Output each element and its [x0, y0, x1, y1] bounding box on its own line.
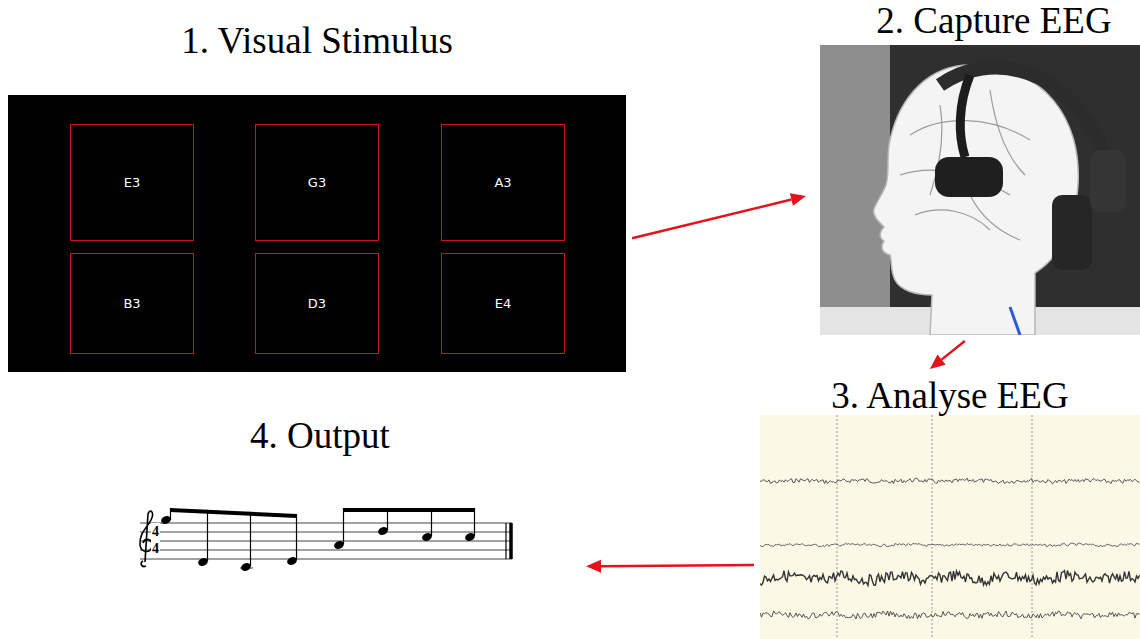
eeg-trace-image	[760, 415, 1140, 639]
note-target-box: E4	[441, 253, 565, 354]
analyse-panel: 3. Analyse EEG	[760, 375, 1140, 639]
arrow-head	[930, 355, 946, 369]
note-name: D3	[308, 296, 326, 311]
step-heading: 4. Output	[60, 415, 580, 457]
step-heading: 2. Capture EEG	[812, 0, 1140, 42]
headset-photo	[820, 45, 1140, 335]
note-target-box: A3	[441, 124, 565, 241]
arrow-head	[586, 560, 601, 573]
arrow-line	[632, 200, 791, 239]
step-heading: 3. Analyse EEG	[760, 375, 1140, 417]
note-name: E4	[495, 296, 512, 311]
step-heading: 1. Visual Stimulus	[8, 20, 626, 62]
note-name: A3	[494, 175, 511, 190]
time-signature: 4	[151, 540, 160, 557]
flow-arrow	[930, 341, 965, 369]
note-target-box: B3	[70, 253, 194, 354]
note-name: E3	[124, 175, 141, 190]
capture-panel: 2. Capture EEG	[812, 0, 1140, 335]
note-name: B3	[123, 296, 140, 311]
note-target-box: D3	[255, 253, 379, 354]
arrow-head	[790, 193, 806, 206]
arrow-line	[942, 341, 965, 360]
time-signature: 4	[151, 523, 160, 540]
flow-arrow	[586, 560, 754, 573]
stimulus-screen	[8, 95, 626, 372]
note-target-box: E3	[70, 124, 194, 241]
note-name: G3	[308, 175, 326, 190]
stimulus-panel: 1. Visual StimulusE3 G3 A3B3 D3 E4	[8, 20, 626, 372]
note-target-box: G3	[255, 124, 379, 241]
output-panel: 4. Output	[60, 415, 580, 585]
arrow-line	[601, 565, 754, 566]
flow-arrow	[632, 193, 806, 238]
